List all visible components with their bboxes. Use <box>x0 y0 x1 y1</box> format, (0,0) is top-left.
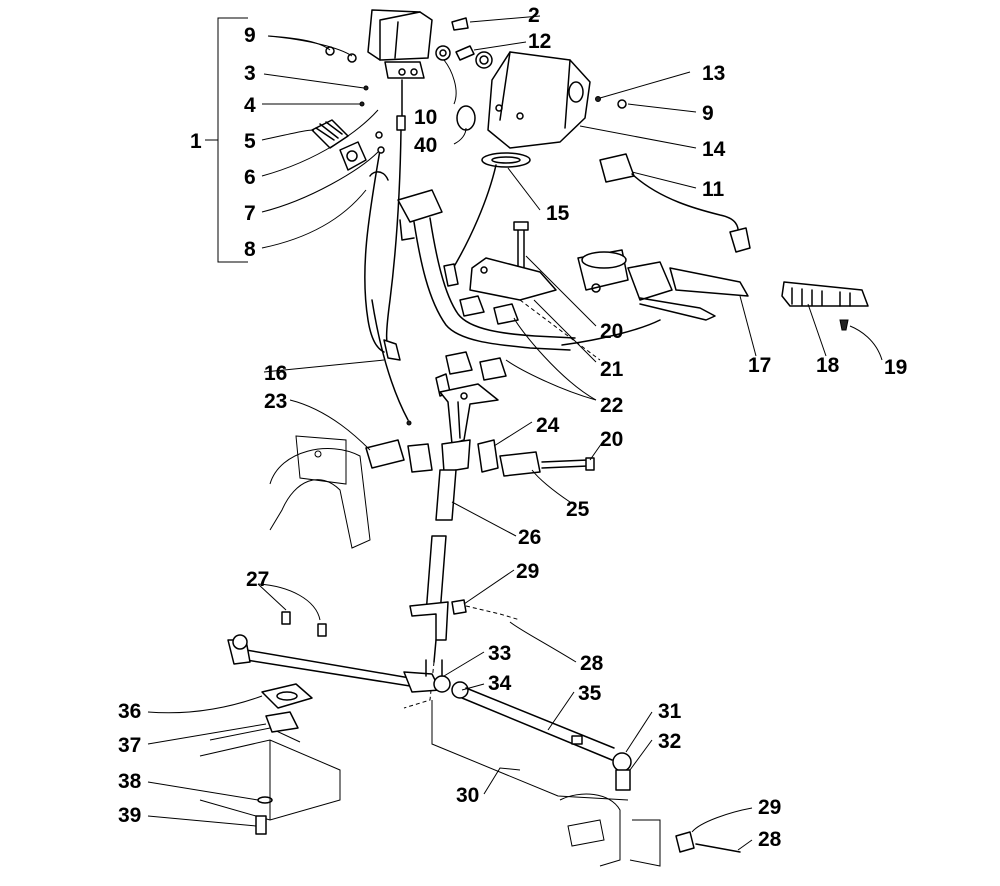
callout-20-upper: 20 <box>600 320 623 343</box>
boot-36 <box>261 683 313 709</box>
callout-4: 4 <box>244 94 256 117</box>
callout-12: 12 <box>528 30 551 53</box>
screw-13-9-right <box>595 96 627 109</box>
bracket-21 <box>469 257 601 361</box>
pin-19 <box>839 319 849 331</box>
grip-18 <box>781 281 869 307</box>
callout-19: 19 <box>884 356 907 379</box>
clamp-25 <box>499 451 541 477</box>
handlebar <box>413 217 661 351</box>
nut-29-lower <box>675 831 741 853</box>
callout-24: 24 <box>536 414 560 437</box>
callout-16: 16 <box>264 362 287 385</box>
ignition-parts <box>435 17 493 69</box>
callout-23: 23 <box>264 390 287 413</box>
callout-21: 21 <box>600 358 624 381</box>
clamp-22-lower <box>445 351 507 381</box>
callout-35: 35 <box>578 682 602 705</box>
pin-7 <box>375 131 385 154</box>
callout-28-upper: 28 <box>580 652 604 675</box>
bolt-20-lower <box>541 457 595 471</box>
switch-cover-14 <box>487 51 591 149</box>
callout-7: 7 <box>244 202 256 225</box>
grommet-15 <box>443 152 531 287</box>
ball-joints-33-34 <box>425 659 469 699</box>
callout-20-lower: 20 <box>600 428 623 451</box>
steering-post-26 <box>403 469 457 709</box>
callout-36: 36 <box>118 700 141 723</box>
bolts-27 <box>281 611 327 637</box>
throttle-cable-16 <box>364 79 412 426</box>
callout-15: 15 <box>546 202 570 225</box>
frame-upper-left <box>269 435 371 549</box>
callout-10: 10 <box>414 106 437 129</box>
callout-28-lower: 28 <box>758 828 782 851</box>
grommet-37 <box>265 711 299 733</box>
bolt-20-upper <box>513 221 529 271</box>
bolt-39 <box>255 815 267 835</box>
bracket-30-line <box>431 700 629 801</box>
callout-26: 26 <box>518 526 541 549</box>
screw-9-left <box>325 46 357 63</box>
group-1-bracket <box>205 17 248 263</box>
callout-25: 25 <box>566 498 590 521</box>
callout-9-right: 9 <box>702 102 714 125</box>
callout-18: 18 <box>816 354 840 377</box>
master-cylinder-17 <box>577 249 749 321</box>
callout-34: 34 <box>488 672 512 695</box>
left-hand-control-8 <box>369 171 443 241</box>
callout-3: 3 <box>244 62 256 85</box>
callout-30: 30 <box>456 784 479 807</box>
callout-33: 33 <box>488 642 511 665</box>
callout-2: 2 <box>528 4 540 27</box>
frame-lower-left <box>199 727 341 821</box>
callout-32: 32 <box>658 730 681 753</box>
callout-29-lower: 29 <box>758 796 781 819</box>
tie-rod-right-35 <box>461 687 632 791</box>
nut-29-upper <box>451 599 521 621</box>
switch-11 <box>599 153 751 253</box>
callout-17: 17 <box>748 354 771 377</box>
leader-lines <box>147 15 883 851</box>
clamp-22-upper <box>459 295 519 325</box>
decal-40 <box>456 105 476 131</box>
steering-post-top <box>435 373 499 473</box>
callout-labels: 1 9 3 4 5 6 7 8 2 12 10 40 13 9 14 11 15… <box>118 4 907 851</box>
small-hardware-3-4 <box>359 85 369 107</box>
frame-lower-right <box>559 793 661 867</box>
callout-14: 14 <box>702 138 726 161</box>
callout-11: 11 <box>702 178 725 201</box>
clamp-23 <box>365 439 433 473</box>
callout-27: 27 <box>246 568 269 591</box>
callout-29-upper: 29 <box>516 560 539 583</box>
callout-39: 39 <box>118 804 141 827</box>
callout-38: 38 <box>118 770 142 793</box>
callout-13: 13 <box>702 62 725 85</box>
callout-37: 37 <box>118 734 141 757</box>
callout-9-top-left: 9 <box>244 24 256 47</box>
callout-1: 1 <box>190 130 202 153</box>
callout-5: 5 <box>244 130 256 153</box>
switch-housing <box>367 9 433 79</box>
callout-40: 40 <box>414 134 437 157</box>
callout-31: 31 <box>658 700 682 723</box>
washer-6 <box>339 141 367 171</box>
callout-6: 6 <box>244 166 256 189</box>
bushing-24 <box>477 439 499 473</box>
callout-8: 8 <box>244 238 256 261</box>
callout-22: 22 <box>600 394 623 417</box>
grip-5 <box>311 119 349 149</box>
tie-rod-left <box>227 634 441 693</box>
